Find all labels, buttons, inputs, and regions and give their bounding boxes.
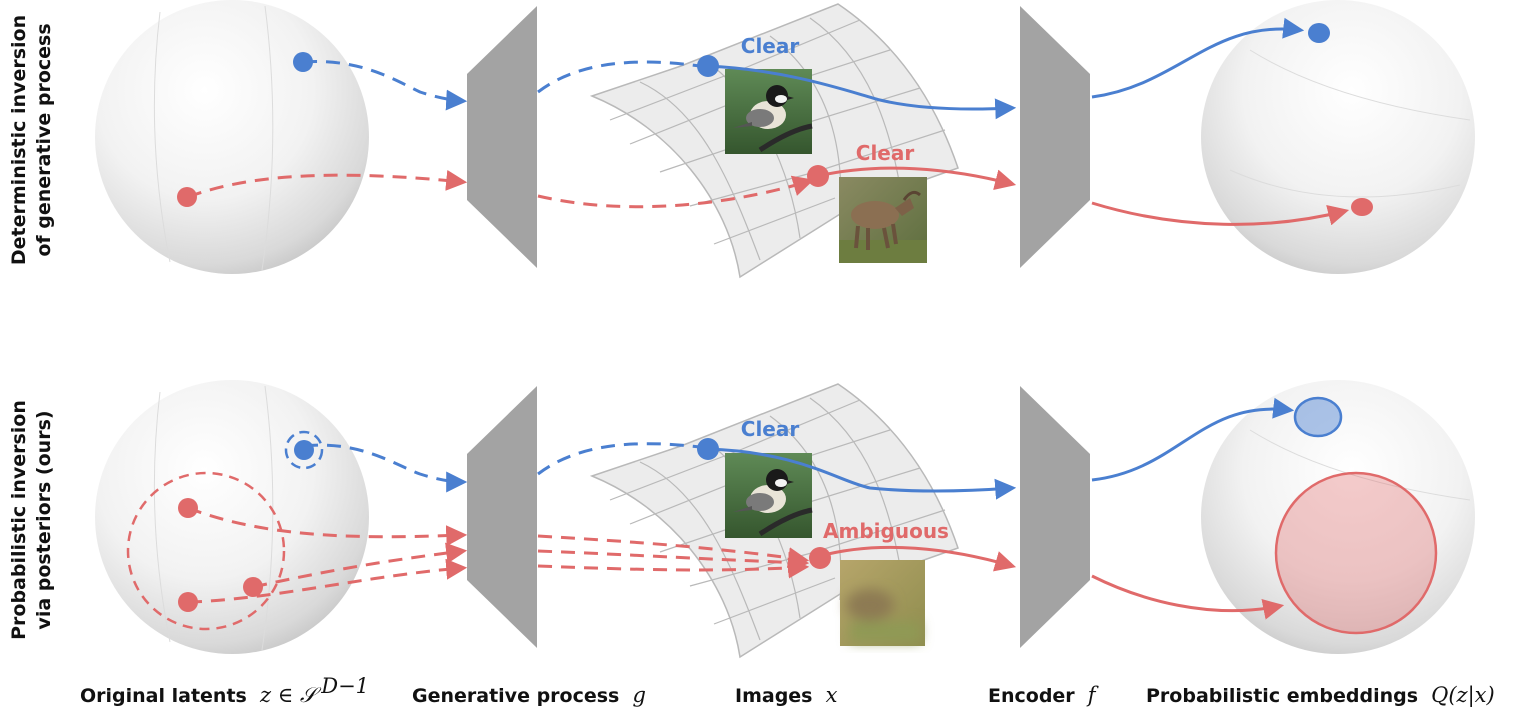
latent-point-red3-bottom xyxy=(178,592,198,612)
arrow-red1-generator-to-image-bottom xyxy=(537,534,810,569)
row-label-top-line2: of generative process xyxy=(33,23,55,256)
arrow-red3-latent-to-generator-bottom xyxy=(187,558,468,604)
latent-point-blue-bottom xyxy=(294,440,314,460)
latent-posterior-blue-circle xyxy=(284,430,324,470)
arrow-red-latent-to-generator-top xyxy=(187,169,468,199)
arrow-red1-latent-to-generator-bottom xyxy=(187,506,468,547)
latent-posterior-red-circle xyxy=(126,471,286,631)
column-label-encoder: Encoder f xyxy=(988,683,1099,707)
encoder-trapezoid-top xyxy=(1020,6,1090,268)
arrow-blue-encoder-to-embedding-top xyxy=(1091,17,1305,99)
goat-image-top xyxy=(839,177,927,263)
arrow-red-generator-to-image-top xyxy=(537,175,815,209)
embedding-point-blue-top xyxy=(1308,23,1330,43)
arrow-red2-latent-to-generator-bottom xyxy=(252,542,468,589)
latent-sphere-top xyxy=(95,0,369,274)
arrow-blue-latent-to-generator-bottom xyxy=(303,443,468,493)
arrow-blue-generator-to-image-bottom xyxy=(537,442,701,476)
embedding-sphere-top xyxy=(1201,0,1475,274)
arrow-blue-encoder-to-embedding-bottom xyxy=(1091,397,1295,482)
row-label-bottom-line2: via posteriors (ours) xyxy=(33,410,55,629)
embedding-posterior-red xyxy=(1274,471,1438,635)
bird-image-top xyxy=(725,69,813,154)
latent-point-red1-bottom xyxy=(178,498,198,518)
bottom-row: Clear Ambiguous xyxy=(95,380,1475,659)
encoder-trapezoid-bottom xyxy=(1020,386,1090,648)
arrow-red2-generator-to-image-bottom xyxy=(537,549,810,573)
column-labels: Original latents z ∈ 𝒮 D−1 Generative pr… xyxy=(80,674,1495,708)
image-point-blue-top xyxy=(697,55,719,77)
image-point-red-bottom xyxy=(809,547,831,569)
image-point-blue-bottom xyxy=(697,438,719,460)
arrow-red-image-to-encoder-top xyxy=(817,166,1017,190)
arrow-red3-generator-to-image-bottom xyxy=(537,557,810,579)
arrow-red-image-to-encoder-bottom xyxy=(819,545,1017,572)
label-clear-blue-top: Clear xyxy=(741,34,800,58)
latent-point-red2-bottom xyxy=(243,577,263,597)
row-label-top-line1: Deterministic inversion xyxy=(8,15,30,265)
column-label-generative: Generative process g xyxy=(412,683,646,707)
arrow-blue-generator-to-image-top xyxy=(537,60,701,94)
arrow-blue-image-to-encoder-bottom xyxy=(707,447,1017,500)
arrow-blue-image-to-encoder-top xyxy=(707,64,1017,120)
arrow-red-encoder-to-embedding-bottom xyxy=(1091,574,1285,620)
generator-trapezoid-top xyxy=(467,6,537,268)
image-point-red-top xyxy=(807,165,829,187)
row-label-bottom-line1: Probabilistic inversion xyxy=(8,400,30,640)
label-clear-red-top: Clear xyxy=(856,141,915,165)
column-label-embeddings: Probabilistic embeddings Q(z|x) xyxy=(1146,683,1495,708)
label-clear-blue-bottom: Clear xyxy=(741,417,800,441)
embedding-posterior-blue xyxy=(1293,396,1343,438)
embedding-point-red-top xyxy=(1351,198,1373,216)
column-label-latents: Original latents z ∈ 𝒮 D−1 xyxy=(80,674,369,707)
bird-image-bottom xyxy=(725,453,813,538)
blurred-image-bottom xyxy=(840,560,925,646)
latent-point-blue-top xyxy=(293,52,313,72)
arrow-blue-latent-to-generator-top xyxy=(302,60,468,111)
column-label-images: Images x xyxy=(735,683,838,707)
latent-point-red-top xyxy=(177,187,197,207)
generator-trapezoid-bottom xyxy=(467,386,537,648)
top-row: Clear Clear xyxy=(95,0,1475,279)
arrow-red-encoder-to-embedding-top xyxy=(1091,201,1350,226)
label-ambiguous-red-bottom: Ambiguous xyxy=(823,519,949,543)
